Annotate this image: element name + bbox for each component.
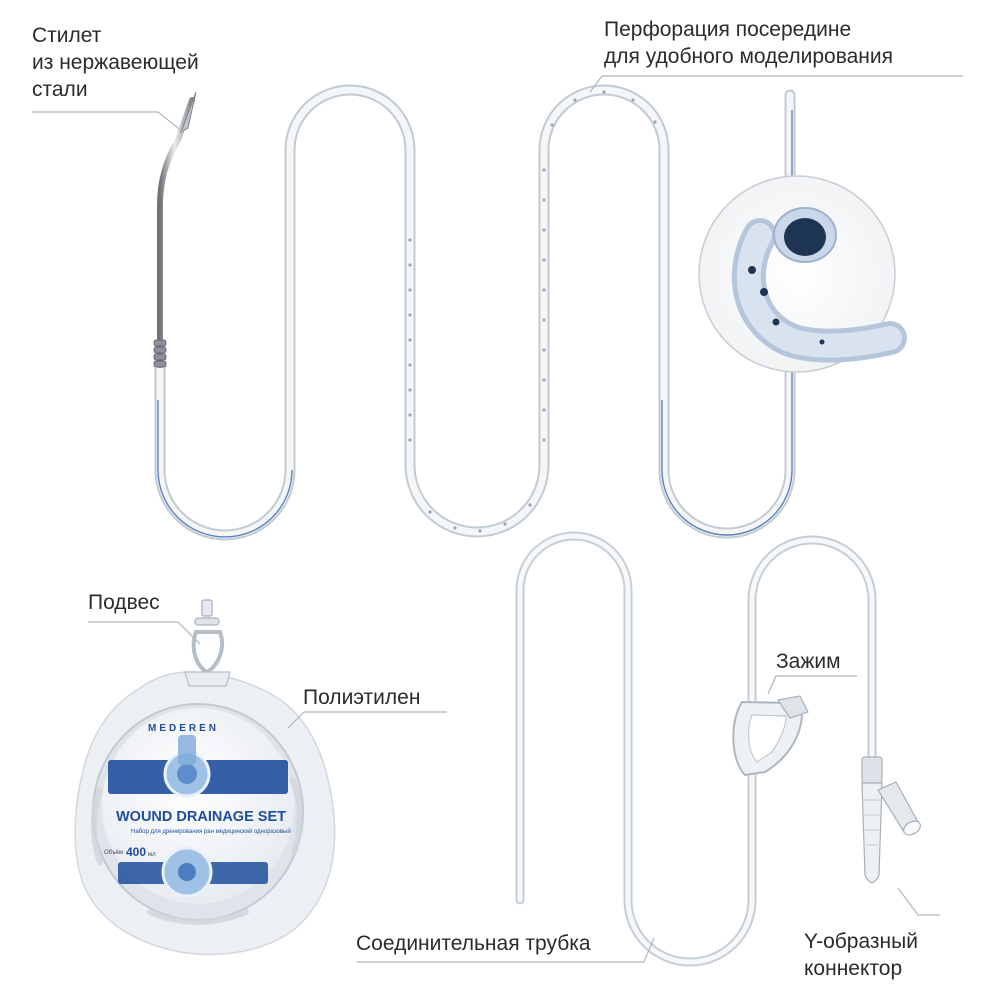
label-perforation-line-1: Перфорация посередине <box>604 18 852 41</box>
hanger <box>184 599 231 687</box>
label-connecting-tube: Соединительная трубка <box>356 930 591 957</box>
label-perforation: Перфорация посередине для удобного модел… <box>604 16 893 70</box>
label-y-connector-line-2: коннектор <box>804 957 903 980</box>
label-clamp-text: Зажим <box>776 650 841 673</box>
stylet-needle <box>153 91 197 368</box>
label-hanger: Подвес <box>88 589 160 616</box>
drainage-tube-stripe <box>157 110 793 538</box>
package-volume-value: 400 <box>126 845 146 859</box>
y-connector <box>861 756 921 884</box>
label-y-connector: Y-образный коннектор <box>804 928 918 982</box>
drainage-tube-outline <box>154 84 796 541</box>
drainage-tube <box>154 84 796 541</box>
perforation-holes <box>408 90 657 533</box>
connecting-tube <box>515 531 877 967</box>
package-volume-label: Объём <box>104 850 123 856</box>
package-title: WOUND DRAINAGE SET <box>116 809 286 825</box>
leader-clamp <box>767 675 857 695</box>
label-stylet-line-1: Стилет <box>32 24 102 47</box>
drainage-package: MEDEREN WOUND DRAINAGE SET Набор для дре… <box>74 599 336 956</box>
package-volume-unit: мл <box>148 852 156 858</box>
drainage-tube-core <box>156 86 794 539</box>
leader-connecting-tube <box>357 937 655 963</box>
leader-stylet <box>32 111 184 133</box>
leader-hanger <box>88 621 201 645</box>
leader-polyethylene <box>287 711 447 729</box>
label-stylet: Стилет из нержавеющей стали <box>32 22 199 103</box>
label-perforation-line-2: для удобного моделирования <box>604 45 893 68</box>
leader-lines <box>32 75 963 963</box>
leader-perforation <box>589 75 963 93</box>
label-y-connector-line-1: Y-образный <box>804 930 918 953</box>
tube-clamp <box>732 695 809 777</box>
label-polyethylene-text: Полиэтилен <box>303 686 421 709</box>
label-connecting-tube-text: Соединительная трубка <box>356 932 591 955</box>
leader-y-connector <box>897 887 940 916</box>
package-brand: MEDEREN <box>148 723 219 734</box>
label-stylet-line-2: из нержавеющей <box>32 51 199 74</box>
label-polyethylene: Полиэтилен <box>303 684 420 711</box>
package-subtitle: Набор для дренирования ран медицинский о… <box>131 828 291 835</box>
label-hanger-text: Подвес <box>88 591 160 614</box>
label-stylet-line-3: стали <box>32 78 88 101</box>
tube-closeup-lens <box>698 175 907 373</box>
stylet-grip <box>153 339 167 368</box>
label-clamp: Зажим <box>776 648 841 675</box>
